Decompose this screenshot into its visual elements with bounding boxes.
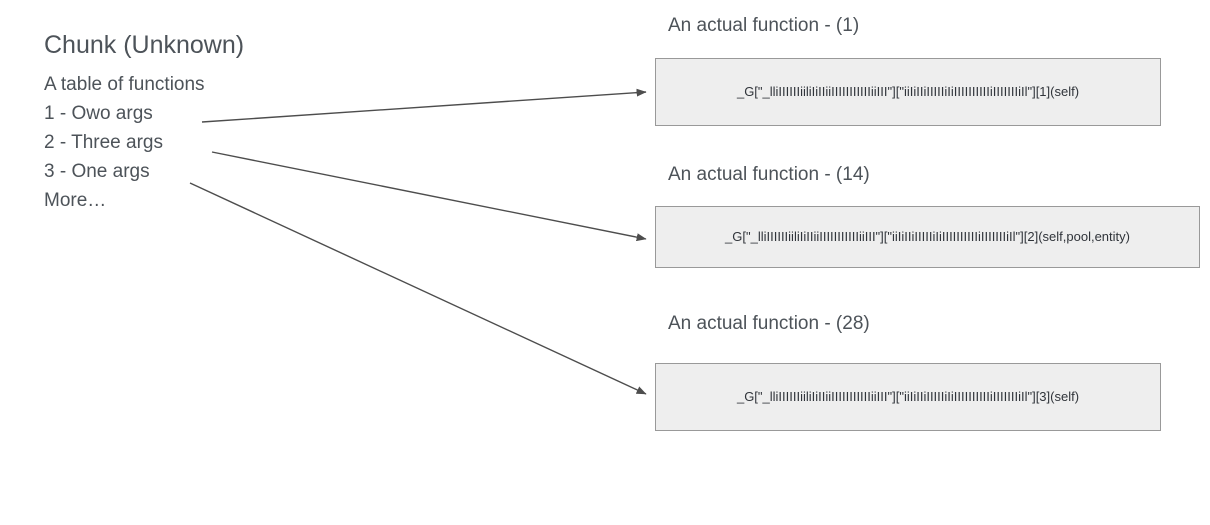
function-box-2[interactable]: _G["_lliIIIIIIiiliIiIIiiIIIIIIIIIIIiiIII…: [655, 206, 1200, 268]
chunk-line-table-of-functions: A table of functions: [44, 74, 205, 95]
chunk-line-list: A table of functions 1 - Owo args 2 - Th…: [44, 70, 374, 215]
function-code-3: _G["_lliIIIIIIiiliIiIIiiIIIIIIIIIIIiiIII…: [736, 389, 1080, 404]
function-code-2: _G["_lliIIIIIIiiliIiIIiiIIIIIIIIIIIiiIII…: [725, 229, 1130, 244]
chunk-line-three-args[interactable]: 2 - Three args: [44, 132, 163, 153]
function-label-1: An actual function - (1): [668, 15, 860, 36]
function-code-1: _G["_lliIIIIIIiiliIiIIiiIIIIIIIIIIIiiIII…: [736, 84, 1080, 99]
chunk-line-more[interactable]: More…: [44, 190, 107, 211]
chunk-block: Chunk (Unknown) A table of functions 1 -…: [44, 28, 374, 215]
function-label-2: An actual function - (14): [668, 164, 870, 185]
chunk-line-owo-args[interactable]: 1 - Owo args: [44, 103, 153, 124]
function-box-1[interactable]: _G["_lliIIIIIIiiliIiIIiiIIIIIIIIIIIiiIII…: [655, 58, 1161, 126]
chunk-title: Chunk (Unknown): [44, 31, 245, 59]
function-label-3: An actual function - (28): [668, 313, 870, 334]
function-box-3[interactable]: _G["_lliIIIIIIiiliIiIIiiIIIIIIIIIIIiiIII…: [655, 363, 1161, 431]
chunk-line-one-args[interactable]: 3 - One args: [44, 161, 150, 182]
